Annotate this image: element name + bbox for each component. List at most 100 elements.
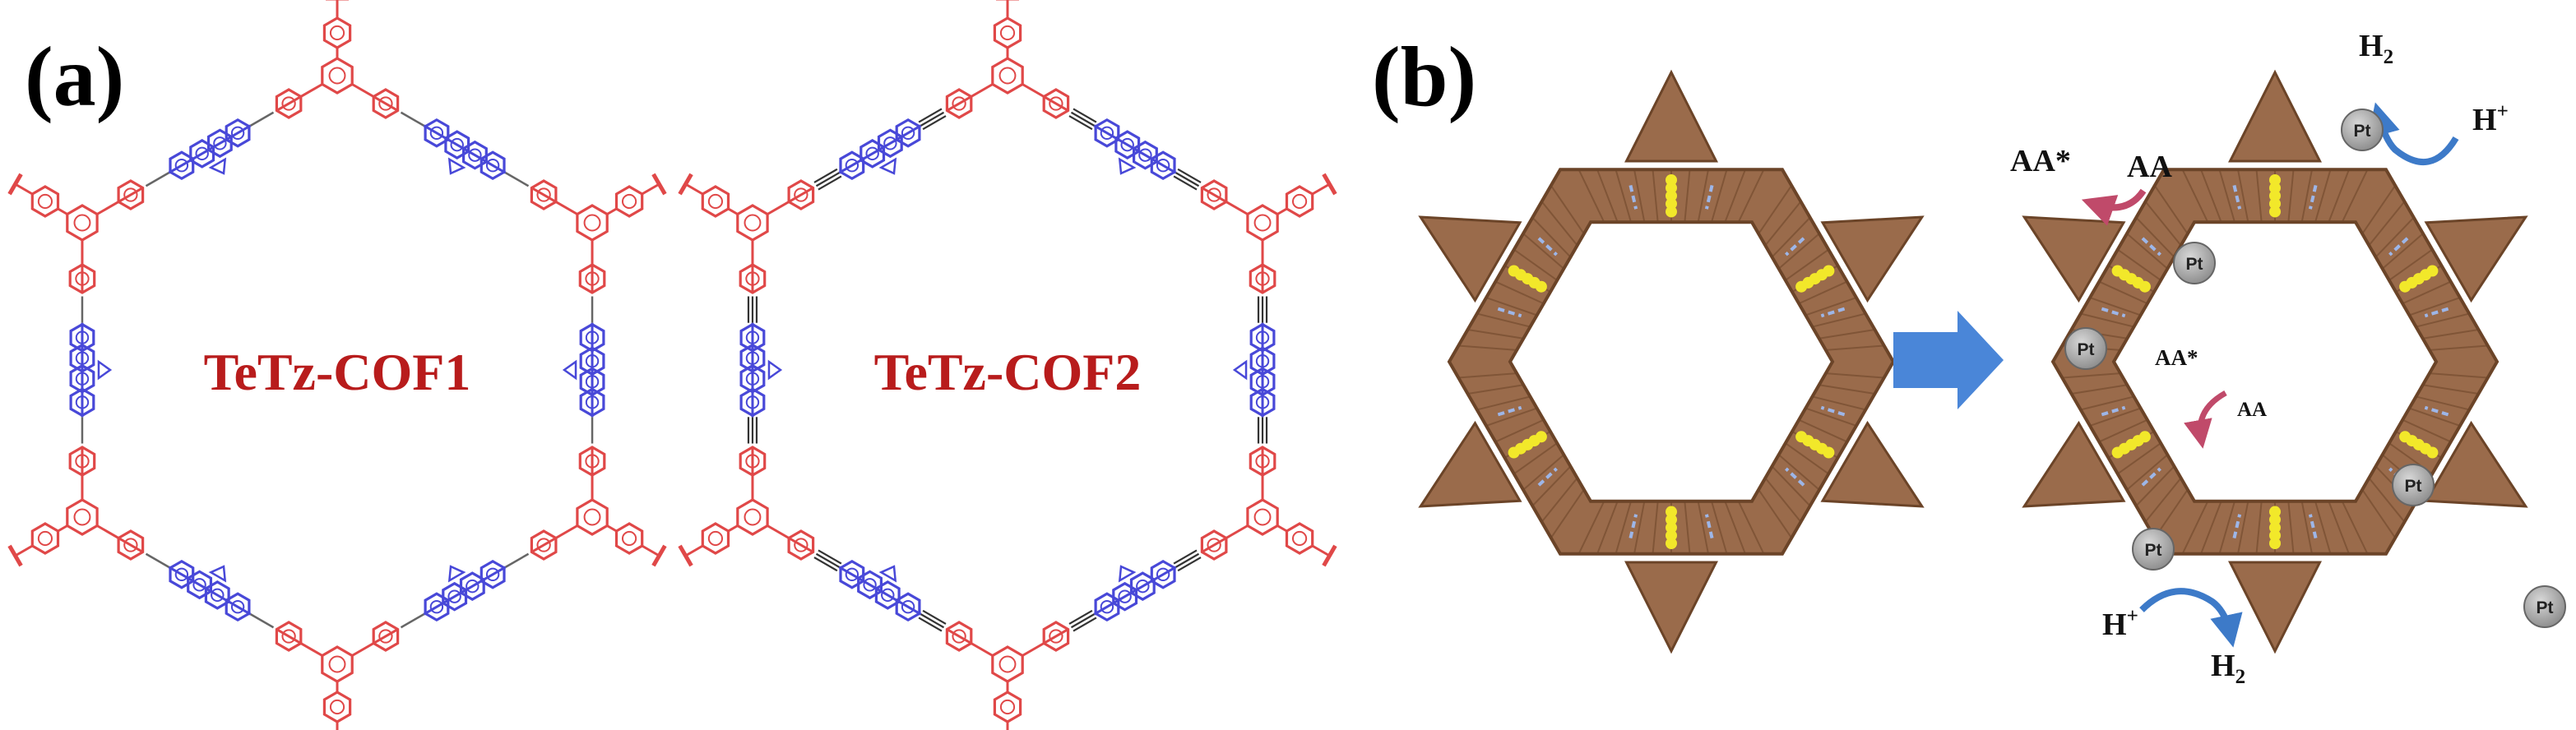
tetrazine-ring (895, 592, 921, 622)
tetrazine-ring-inner (429, 599, 444, 614)
triazine-node-inner (1253, 214, 1272, 232)
sulfur-atom (2269, 206, 2281, 218)
tetrazine-ring-inner (1255, 330, 1270, 344)
lattice-line (2382, 233, 2424, 270)
lattice-line (2144, 201, 2182, 247)
pt-label: Pt (2354, 122, 2371, 141)
triazine-node-inner (998, 67, 1017, 85)
lattice-line (2314, 501, 2332, 555)
lattice-line (2218, 501, 2235, 555)
h2-evolution-bottom: H+ H2 (2102, 588, 2246, 688)
nitrogen-sites (2308, 184, 2318, 210)
nitrogen-sites (1785, 467, 1805, 487)
tetrazine-ring (1150, 150, 1176, 181)
tetrazine-ring-inner (485, 158, 500, 173)
nitrogen-sites (1497, 405, 1522, 417)
phenyl-ring-inner (707, 530, 724, 547)
alkyne-bond (1073, 617, 1097, 632)
nitrogen-sites (1820, 405, 1846, 417)
thiadiazole-ring (208, 565, 227, 583)
alkyne-bond (918, 108, 943, 123)
lattice-line (2089, 297, 2141, 316)
thiadiazole-ring (562, 359, 577, 381)
lattice-line (2409, 297, 2461, 316)
lattice-line (2237, 501, 2249, 555)
tetrazine-ring (480, 150, 506, 181)
sulfur-atom (2269, 521, 2281, 534)
triazine-node (576, 204, 609, 242)
nitrogen-sites (1704, 184, 1714, 210)
lattice-line (2402, 418, 2452, 443)
nitrogen-sites (2232, 184, 2242, 210)
alkyne-bond (815, 552, 840, 568)
sulfur-atom (2269, 190, 2281, 202)
phenyl-ring (701, 522, 730, 555)
tetrazine-ring-inner (745, 372, 760, 386)
tetrazine-ring-inner (468, 148, 482, 162)
lattice-line (1825, 372, 1884, 379)
nitrogen-sites (1629, 184, 1638, 210)
bond (684, 182, 704, 196)
tetrazine-ring (579, 346, 605, 377)
h2-subscript: 2 (2235, 666, 2246, 688)
framework-spike (1624, 561, 1718, 654)
lattice-line (1798, 280, 1848, 305)
tetrazine-ring (857, 570, 883, 600)
triazine-node-inner (744, 214, 762, 232)
tetrazine-ring (859, 139, 886, 169)
phenyl-ring-inner (621, 193, 637, 210)
tetrazine-ring-inner (1118, 589, 1132, 603)
phenyl-ring (701, 185, 730, 218)
alkyne-bond (920, 111, 945, 127)
tetrazine-ring (169, 559, 195, 589)
cof1-label: TeTz-COF1 (204, 343, 471, 401)
phenyl-ring (1285, 522, 1314, 555)
nitrogen-sites (2308, 514, 2318, 539)
nitrogen-sites (2101, 405, 2126, 417)
lattice-line (1494, 418, 1545, 443)
lattice-line (2135, 465, 2175, 507)
framework-spike (2228, 561, 2322, 654)
terminal-cap (678, 173, 693, 196)
lattice-line (1771, 216, 1811, 258)
tetrazine-ring-inner (1136, 579, 1150, 594)
lattice-line (1522, 454, 1564, 491)
tetrazine-ring-inner (883, 136, 897, 150)
nitrogen-sites (1537, 467, 1558, 487)
tetrazine-ring-inner (195, 146, 209, 161)
bond (727, 524, 739, 533)
lattice-line (2135, 216, 2175, 258)
tetrazine-ring (480, 559, 506, 589)
alkyne-bond (1175, 552, 1200, 568)
lattice-line (1578, 169, 1605, 223)
phenyl-ring-inner (536, 538, 551, 552)
phenyl-ring (787, 179, 815, 210)
lattice-line (1458, 344, 1517, 351)
phenyl-ring-inner (585, 271, 600, 286)
phenyl-ring-inner (123, 187, 138, 202)
aa-label: AA (2127, 150, 2172, 184)
lattice-line (2388, 248, 2433, 281)
lattice-line (2255, 501, 2263, 554)
sulfur-atom (1666, 173, 1677, 186)
phenyl-ring-inner (745, 454, 760, 469)
tetrazine-ring-inner (466, 579, 480, 594)
h2-symbol: H (2359, 29, 2384, 63)
tetrazine-ring (1112, 581, 1138, 612)
bond (57, 207, 69, 216)
sulfur-atom (2138, 431, 2151, 443)
sulfur-atom (1535, 431, 1547, 443)
lattice-line (1805, 297, 1857, 316)
triazine-node-inner (328, 655, 346, 673)
triazine-node-inner (744, 508, 762, 526)
tetrazine-ring (204, 580, 230, 610)
lattice-line (2098, 418, 2148, 443)
sulfur-atom (2269, 182, 2281, 194)
bond (1311, 544, 1331, 557)
tetrazine-ring (1114, 130, 1141, 159)
lattice-line (1771, 465, 1811, 507)
lattice-line (2341, 169, 2369, 223)
tetrazine-ring (739, 343, 766, 373)
phenyl-ring-inner (1291, 530, 1308, 547)
phenyl-ring-inner (621, 530, 637, 547)
